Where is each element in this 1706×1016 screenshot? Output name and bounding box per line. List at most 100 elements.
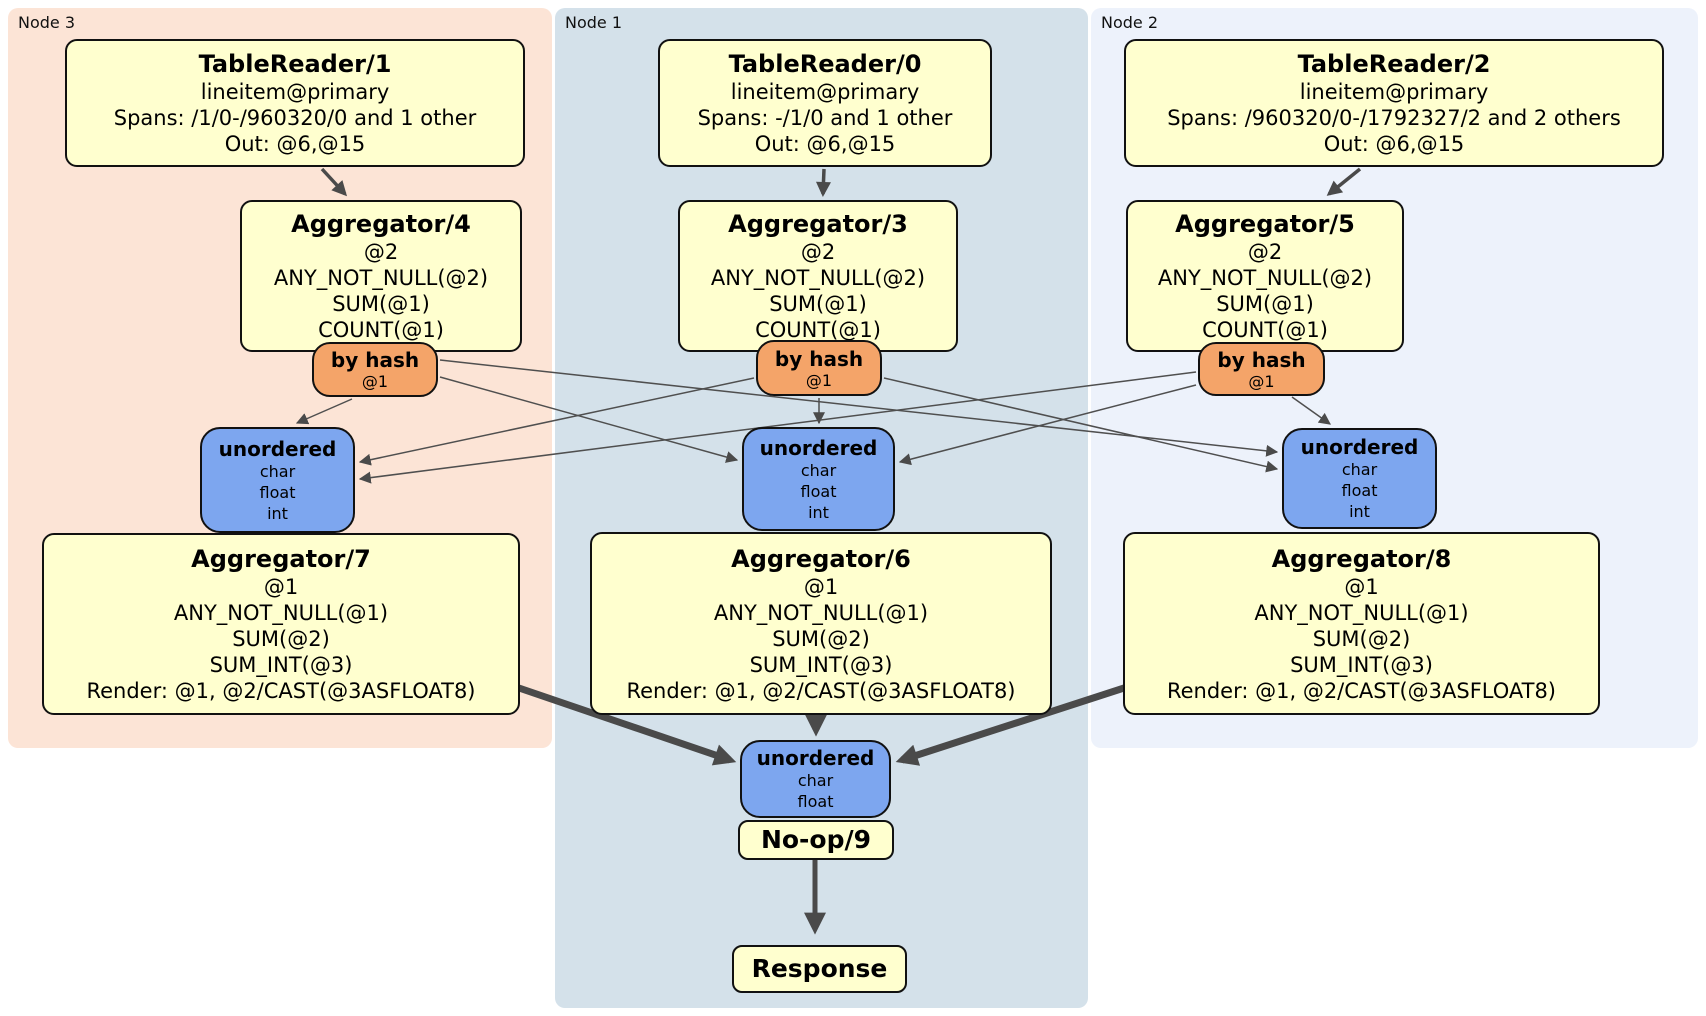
op-title: Response bbox=[751, 954, 888, 983]
edge-router3-sync1 bbox=[439, 376, 739, 463]
op-line: Out: @6,@15 bbox=[224, 132, 366, 156]
op-line: SUM_INT(@3) bbox=[1290, 652, 1433, 677]
edge-tr0-agg3 bbox=[815, 168, 831, 197]
op-title: Aggregator/7 bbox=[191, 545, 371, 573]
op-line: SUM(@2) bbox=[772, 626, 870, 651]
sync-unordered-node2: unordered char float int bbox=[1282, 428, 1437, 529]
sync-line: int bbox=[267, 503, 288, 523]
op-line: @2 bbox=[1247, 240, 1283, 264]
op-line: COUNT(@1) bbox=[318, 318, 444, 342]
sync-title: unordered bbox=[1300, 435, 1419, 459]
op-line: SUM(@1) bbox=[769, 292, 867, 316]
op-title: Aggregator/3 bbox=[728, 210, 908, 238]
op-title: Aggregator/4 bbox=[291, 210, 471, 238]
op-aggregator-6: Aggregator/6 @1 ANY_NOT_NULL(@1) SUM(@2)… bbox=[590, 532, 1052, 715]
sync-line: float bbox=[259, 482, 296, 502]
op-line: COUNT(@1) bbox=[755, 318, 881, 342]
op-line: ANY_NOT_NULL(@2) bbox=[273, 266, 489, 290]
op-line: @2 bbox=[800, 240, 836, 264]
op-title: Aggregator/5 bbox=[1175, 210, 1355, 238]
router-title: by hash bbox=[1217, 347, 1306, 372]
panel-label-node2: Node 2 bbox=[1101, 13, 1159, 32]
op-line: ANY_NOT_NULL(@1) bbox=[713, 600, 929, 625]
op-line: COUNT(@1) bbox=[1202, 318, 1328, 342]
op-line: ANY_NOT_NULL(@2) bbox=[1157, 266, 1373, 290]
op-line: ANY_NOT_NULL(@1) bbox=[173, 601, 389, 625]
sync-title: unordered bbox=[218, 436, 337, 461]
op-title: TableReader/1 bbox=[198, 50, 392, 78]
edge-router3-sync3 bbox=[295, 398, 353, 425]
sync-line: char bbox=[1341, 460, 1378, 479]
edge-router1-sync2 bbox=[883, 377, 1279, 473]
op-line: SUM(@1) bbox=[332, 292, 430, 316]
op-line: @1 bbox=[803, 574, 839, 599]
router-by-hash-node1: by hash @1 bbox=[756, 340, 882, 396]
sync-line: int bbox=[808, 502, 829, 522]
op-aggregator-3: Aggregator/3 @2 ANY_NOT_NULL(@2) SUM(@1)… bbox=[678, 200, 958, 352]
op-tablereader-0: TableReader/0 lineitem@primary Spans: -/… bbox=[658, 39, 992, 167]
op-line: Render: @1, @2/CAST(@3ASFLOAT8) bbox=[1166, 678, 1557, 703]
sync-title: unordered bbox=[759, 435, 878, 460]
sync-line: char bbox=[797, 771, 834, 790]
panel-label-node1: Node 1 bbox=[565, 13, 623, 32]
op-aggregator-7: Aggregator/7 @1 ANY_NOT_NULL(@1) SUM(@2)… bbox=[42, 533, 520, 715]
sync-line: float bbox=[797, 792, 834, 811]
op-line: lineitem@primary bbox=[730, 80, 920, 104]
op-response: Response bbox=[732, 945, 907, 993]
op-line: lineitem@primary bbox=[1299, 80, 1489, 104]
op-title: Aggregator/8 bbox=[1271, 544, 1452, 573]
op-aggregator-5: Aggregator/5 @2 ANY_NOT_NULL(@2) SUM(@1)… bbox=[1126, 200, 1404, 352]
edge-router2-sync1 bbox=[898, 384, 1197, 466]
sync-unordered-final: unordered char float bbox=[740, 740, 891, 818]
op-title: TableReader/2 bbox=[1297, 50, 1491, 78]
router-line: @1 bbox=[361, 372, 389, 391]
router-by-hash-node3: by hash @1 bbox=[312, 342, 438, 397]
sync-line: int bbox=[1349, 502, 1370, 521]
op-line: ANY_NOT_NULL(@2) bbox=[710, 266, 926, 290]
sync-line: float bbox=[800, 481, 837, 501]
op-line: SUM_INT(@3) bbox=[209, 653, 353, 677]
sync-unordered-node1: unordered char float int bbox=[742, 427, 895, 531]
op-tablereader-2: TableReader/2 lineitem@primary Spans: /9… bbox=[1124, 39, 1664, 167]
edge-agg8-syncfinal bbox=[895, 684, 1126, 766]
router-line: @1 bbox=[805, 370, 833, 390]
op-line: Out: @6,@15 bbox=[1323, 132, 1465, 156]
op-title: Aggregator/6 bbox=[731, 544, 911, 573]
panel-label-node3: Node 3 bbox=[18, 13, 76, 32]
sync-line: char bbox=[259, 461, 296, 481]
op-line: lineitem@primary bbox=[200, 80, 390, 104]
op-line: @2 bbox=[363, 240, 399, 264]
edge-agg7-syncfinal bbox=[517, 684, 737, 766]
router-line: @1 bbox=[1248, 371, 1275, 391]
op-line: SUM(@2) bbox=[1312, 626, 1411, 651]
op-line: SUM(@2) bbox=[232, 627, 330, 651]
op-line: Render: @1, @2/CAST(@3ASFLOAT8) bbox=[86, 679, 476, 703]
op-line: SUM(@1) bbox=[1216, 292, 1314, 316]
op-title: TableReader/0 bbox=[728, 50, 922, 78]
op-line: Spans: /1/0-/960320/0 and 1 other bbox=[113, 106, 477, 130]
edge-router2-sync3 bbox=[358, 371, 1197, 484]
op-line: Out: @6,@15 bbox=[754, 132, 896, 156]
sync-line: char bbox=[800, 460, 837, 480]
edge-tr1-agg4 bbox=[320, 167, 348, 197]
op-aggregator-4: Aggregator/4 @2 ANY_NOT_NULL(@2) SUM(@1)… bbox=[240, 200, 522, 352]
router-by-hash-node2: by hash @1 bbox=[1198, 342, 1325, 396]
op-aggregator-8: Aggregator/8 @1 ANY_NOT_NULL(@1) SUM(@2)… bbox=[1123, 532, 1600, 715]
op-noop-9: No-op/9 bbox=[738, 820, 894, 860]
router-title: by hash bbox=[330, 348, 420, 372]
op-line: @1 bbox=[263, 575, 299, 599]
op-line: @1 bbox=[1344, 574, 1379, 599]
edge-router1-sync3 bbox=[358, 377, 755, 466]
edge-router2-sync2 bbox=[1291, 396, 1331, 425]
op-line: Render: @1, @2/CAST(@3ASFLOAT8) bbox=[626, 678, 1016, 703]
sync-line: float bbox=[1341, 481, 1378, 500]
op-tablereader-1: TableReader/1 lineitem@primary Spans: /1… bbox=[65, 39, 525, 167]
sync-title: unordered bbox=[756, 746, 875, 770]
router-title: by hash bbox=[774, 346, 864, 371]
sync-unordered-node3: unordered char float int bbox=[200, 427, 355, 533]
op-line: Spans: -/1/0 and 1 other bbox=[697, 106, 953, 130]
op-title: No-op/9 bbox=[760, 825, 872, 854]
op-line: SUM_INT(@3) bbox=[749, 652, 893, 677]
